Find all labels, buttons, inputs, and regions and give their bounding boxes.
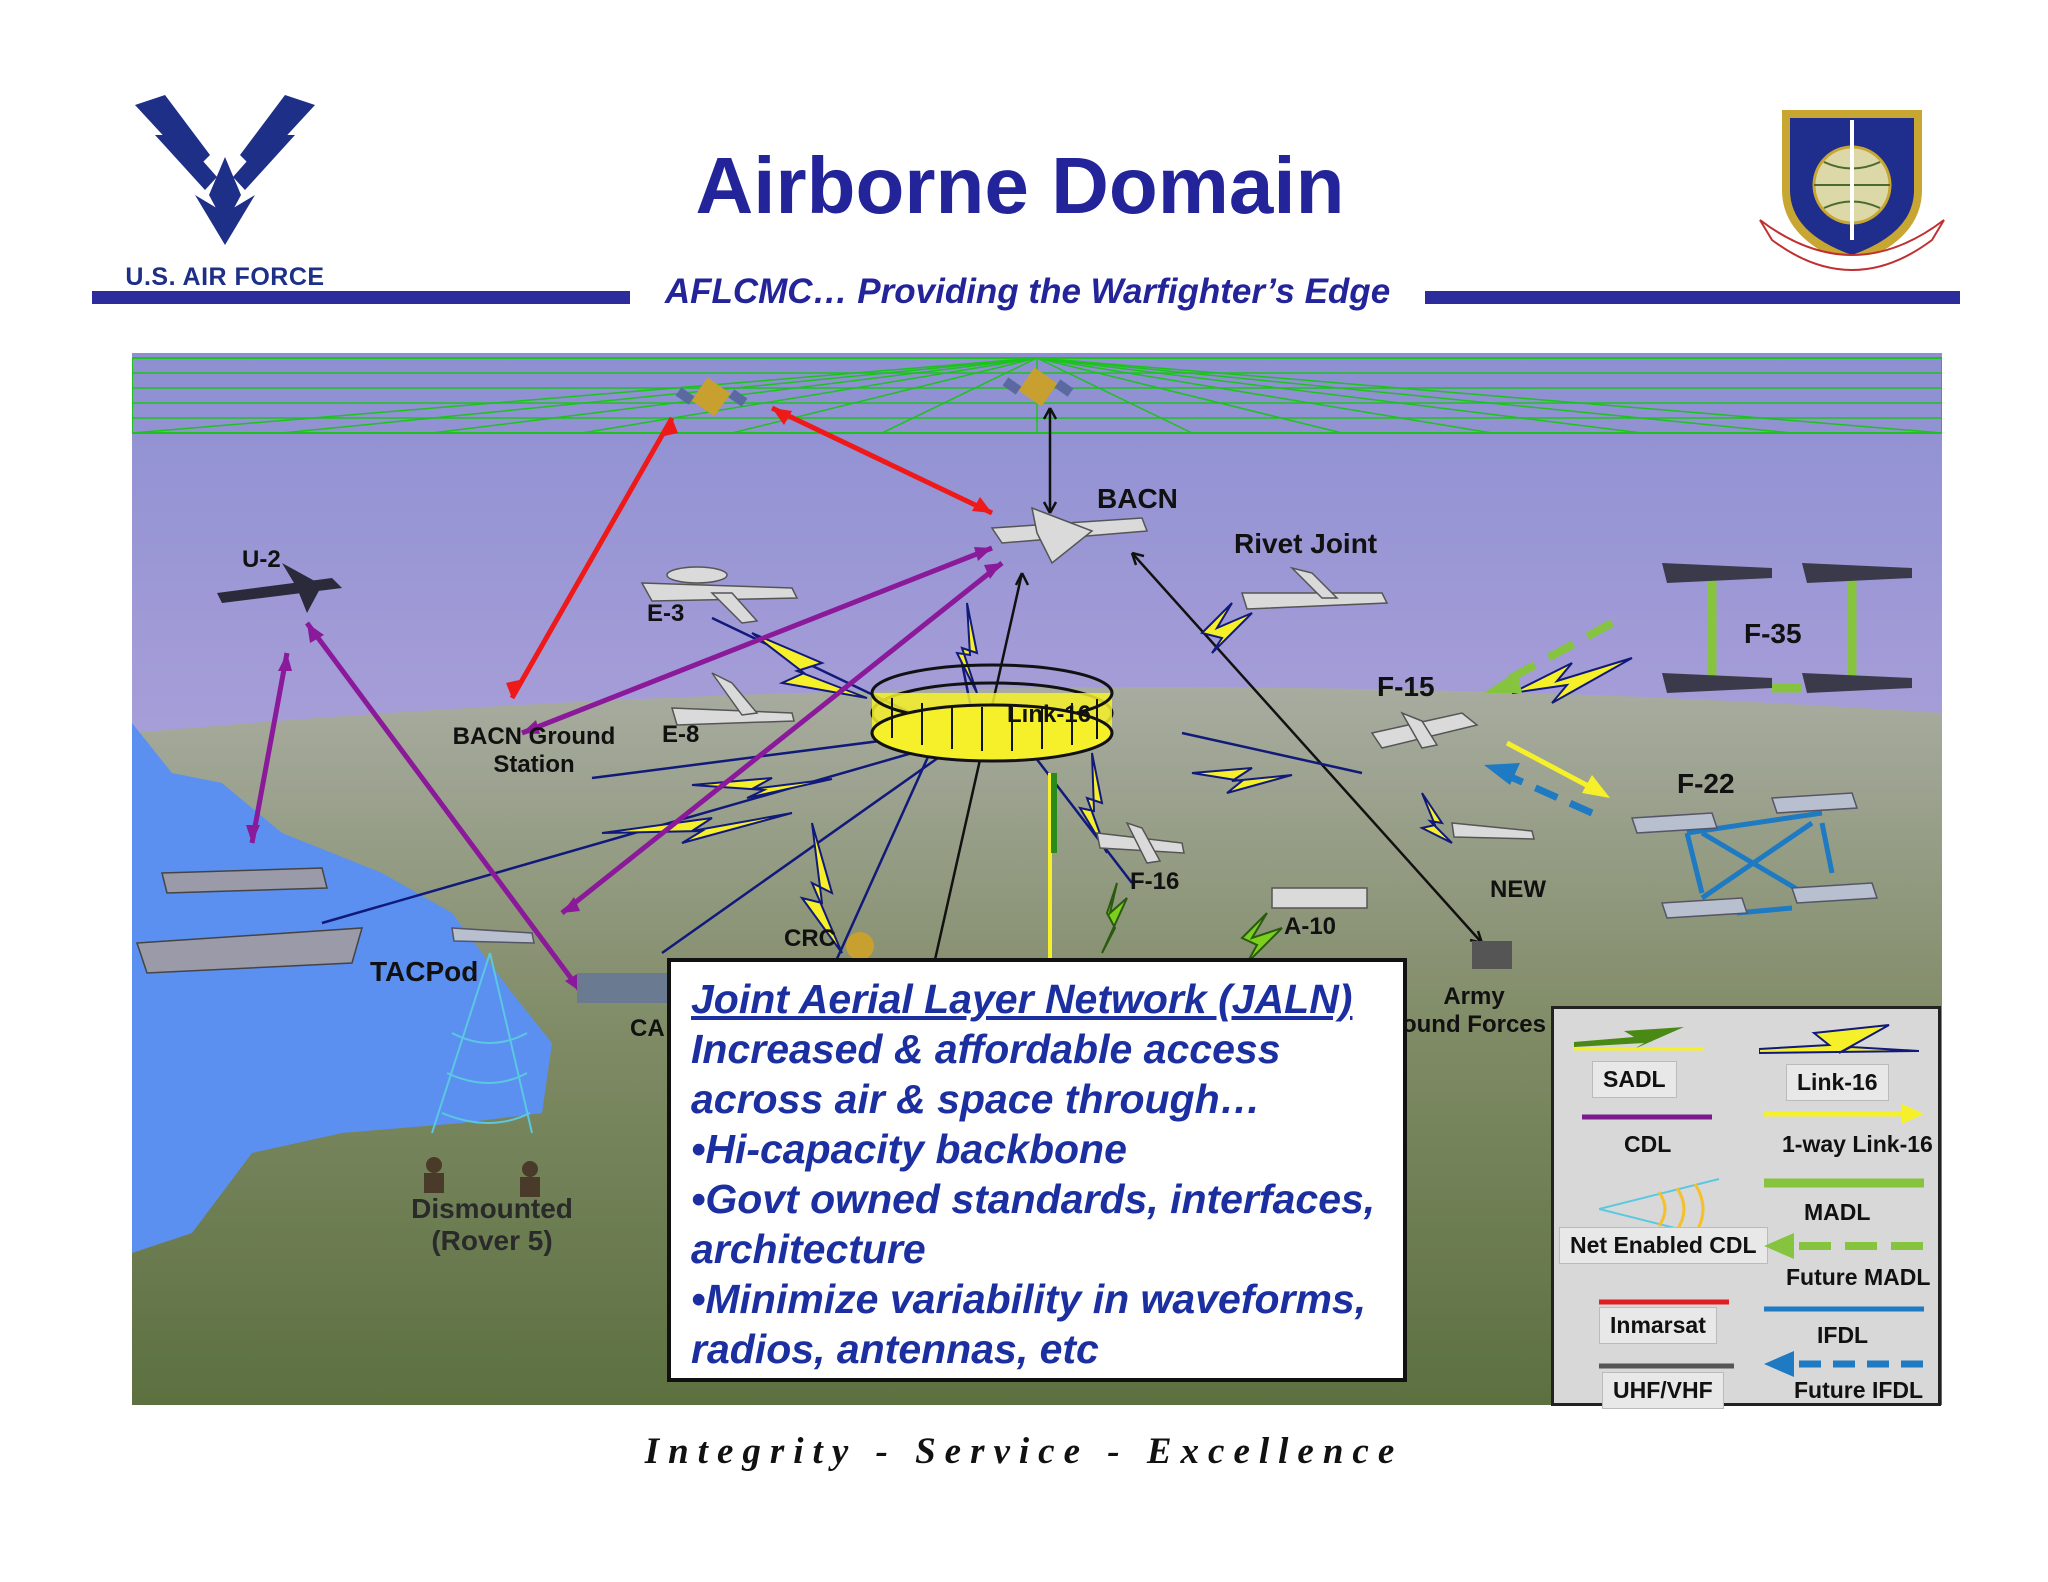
legend-future-madl: Future MADL [1786,1264,1931,1290]
aircraft-icon [640,506,1535,909]
soldier-icon [424,1157,540,1197]
net-enabled-cdl-cone [431,952,533,1134]
legend-cdl: CDL [1624,1131,1672,1157]
satellite-icon [675,377,748,417]
cac-structure-icon [577,973,667,1003]
link16-ring-icon [870,663,1114,763]
future-madl-swatch [1764,1233,1924,1259]
jaln-bullet: •Minimize variability in waveforms, [691,1276,1367,1322]
aircraft-icon [1662,563,1912,693]
legend-link16: Link-16 [1786,1064,1889,1101]
label-rivet-joint: Rivet Joint [1234,528,1378,559]
madl-swatch [1764,1178,1924,1188]
jaln-bullet-cont: radios, antennas, etc [691,1326,1099,1372]
label-a10: A-10 [1284,913,1337,940]
footer-motto: Integrity - Service - Excellence [644,1431,1404,1472]
future-ifdl-swatch [1764,1351,1924,1377]
jaln-bullet: •Govt owned standards, interfaces, [691,1176,1376,1222]
legend: SADL Link-16 CDL 1-way Link-16 Net Enabl… [1551,1006,1941,1409]
label-crc: CRC [784,925,836,952]
cdl-swatch [1582,1114,1712,1120]
ifdl-swatch [1764,1306,1924,1312]
jaln-line: across air & space through… [691,1076,1261,1122]
link16-swatch [1759,1024,1919,1055]
header-rule-left [92,291,630,304]
label-dismounted: Dismounted (Rover 5) [382,1193,602,1257]
aflcmc-badge [1752,100,1952,285]
usaf-wings-icon [135,95,315,245]
label-dismounted-line1: Dismounted [411,1193,573,1224]
jaln-bullet-cont: architecture [691,1226,926,1272]
aflcmc-shield-icon [1759,110,1945,271]
legend-one-way-link16: 1-way Link-16 [1782,1131,1933,1157]
label-u2: U-2 [242,546,281,573]
label-f15: F-15 [1377,671,1435,702]
ground-vehicle-icon [1472,941,1512,969]
legend-inmarsat: Inmarsat [1599,1307,1717,1344]
label-tacpod: TACPod [370,956,479,987]
label-army-line1: Army [1443,983,1505,1010]
label-bacn-ground-line1: BACN Ground [452,723,616,750]
aircraft-icon [217,563,342,613]
label-f22: F-22 [1677,768,1735,799]
label-f16: F-16 [1130,868,1180,895]
label-bacn-ground-station: BACN Ground Station [444,723,624,779]
legend-sadl: SADL [1592,1061,1677,1098]
jaln-info-box: Joint Aerial Layer Network (JALN) Increa… [667,958,1407,1382]
jaln-title: Joint Aerial Layer Network (JALN) [691,976,1353,1022]
legend-net-enabled-cdl: Net Enabled CDL [1559,1227,1768,1264]
legend-ifdl: IFDL [1817,1322,1869,1348]
label-army-ground-forces: Army ound Forces [1394,983,1554,1039]
sadl-swatch [1574,1027,1704,1051]
uhf-vhf-swatch [1599,1363,1734,1369]
page-subtitle: AFLCMC… Providing the Warfighter’s Edge [664,272,1391,311]
label-bacn: BACN [1097,483,1178,514]
legend-uhf-vhf: UHF/VHF [1602,1372,1724,1409]
jaln-line: Increased & affordable access [691,1026,1281,1072]
usaf-logo: U.S. AIR FORCE [90,95,360,295]
usaf-wordmark: U.S. AIR FORCE [125,263,325,291]
label-new: NEW [1490,876,1546,903]
label-dismounted-line2: (Rover 5) [431,1225,553,1256]
aircraft-icon [451,792,1879,944]
label-link16-ring: Link-16 [1007,701,1092,728]
inmarsat-swatch [1599,1299,1729,1305]
label-f35: F-35 [1744,618,1802,649]
legend-future-ifdl: Future IFDL [1794,1377,1924,1403]
one-way-link16-swatch [1764,1104,1924,1124]
jaln-bullet: •Hi-capacity backbone [691,1126,1127,1172]
ship-icon [135,867,364,974]
label-army-line2: ound Forces [1401,1011,1546,1038]
header-rule-right [1425,291,1960,304]
page-title: Airborne Domain [695,141,1345,230]
legend-madl: MADL [1804,1199,1871,1225]
label-cac: CA [630,1015,665,1042]
satellite-icon [1002,367,1074,407]
label-e3: E-3 [647,600,685,627]
satellite-grid [132,357,1942,434]
label-e8: E-8 [662,721,700,748]
label-bacn-ground-line2: Station [493,751,575,778]
